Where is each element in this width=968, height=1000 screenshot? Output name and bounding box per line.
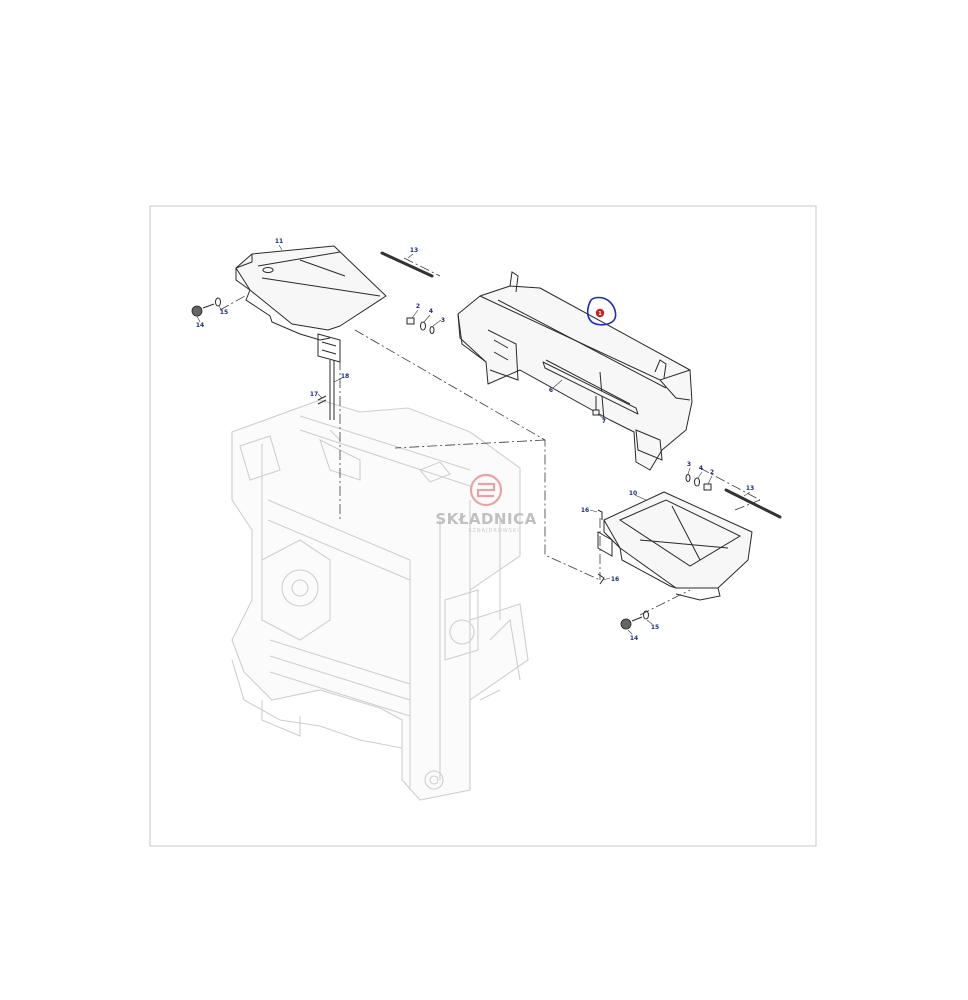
part-10-right-shield [597, 491, 753, 601]
callout-18: 18 [341, 373, 349, 380]
fasteners-2-4-3-left [406, 317, 435, 334]
callout-15-left: 15 [220, 309, 228, 316]
callout-16-top: 16 [581, 507, 589, 514]
callout-14-right: 14 [630, 635, 638, 642]
callout-labels: 11 13 13 14 15 14 15 2 4 3 2 4 3 6 7 10 … [196, 238, 754, 642]
watermark-sub: SZNAJDROWSKI [468, 528, 519, 534]
watermark-brand: SKŁADNICA [435, 510, 536, 528]
callout-3-left: 3 [441, 317, 445, 324]
diagram-frame [149, 205, 817, 847]
fasteners-2-4-3-right [685, 474, 712, 491]
watermark-logo-s [476, 482, 496, 498]
callout-10: 10 [629, 490, 637, 497]
highlight-label: 1 [598, 311, 602, 317]
part-13-rod-right [724, 488, 782, 519]
part-6-strip [542, 361, 639, 415]
callout-16-bottom: 16 [611, 576, 619, 583]
part-16-clips [597, 509, 605, 585]
assembly-lines [219, 257, 761, 616]
highlight-marker: 1 [586, 296, 617, 326]
watermark-logo-ring [469, 473, 503, 507]
callout-14-left: 14 [196, 322, 204, 329]
part-1-cross-housing [457, 271, 693, 471]
fastener-14-15-left [191, 297, 221, 317]
callout-4-right: 4 [699, 465, 703, 472]
callout-2-left: 2 [416, 303, 420, 310]
watermark: SKŁADNICA SZNAJDROWSKI [435, 473, 536, 534]
part-11-left-shield [235, 245, 387, 363]
callout-17: 17 [310, 391, 318, 398]
callout-6: 6 [549, 387, 553, 394]
callout-13-right: 13 [746, 485, 754, 492]
fastener-14-15-right [620, 610, 649, 630]
callout-2-right: 2 [710, 469, 714, 476]
callout-7: 7 [602, 418, 606, 425]
part-13-rod-top [380, 251, 434, 278]
machine-frame-ghost [231, 399, 529, 801]
callout-15-right: 15 [651, 624, 659, 631]
callout-4-left: 4 [429, 308, 433, 315]
callout-3-right: 3 [687, 461, 691, 468]
callout-11: 11 [275, 238, 283, 245]
part-17-18-bolts [317, 360, 335, 420]
callout-13-top: 13 [410, 247, 418, 254]
leader-lines [196, 244, 751, 635]
part-7-screw [592, 396, 600, 416]
